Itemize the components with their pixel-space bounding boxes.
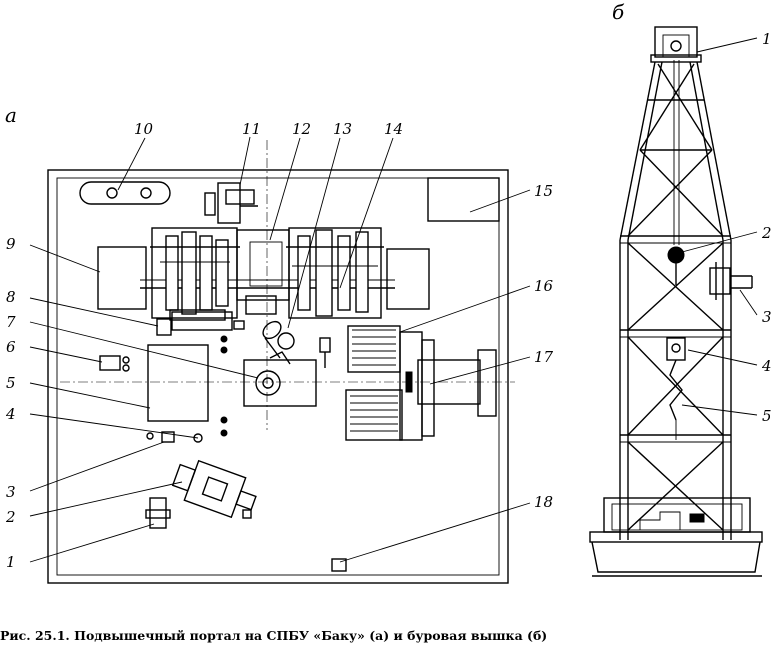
callout-a-13: 13 xyxy=(333,120,352,138)
callout-a-1: 1 xyxy=(6,553,16,571)
derrick-elevation xyxy=(589,26,763,577)
callout-a-9: 9 xyxy=(6,235,16,253)
callout-a-14: 14 xyxy=(384,120,403,138)
callout-b-1: 1 xyxy=(762,30,772,48)
callout-a-11: 11 xyxy=(242,120,261,138)
callout-b-2: 2 xyxy=(761,224,772,242)
panel-a-letter: а xyxy=(5,103,17,127)
panel-a-callouts: 10 11 12 13 14 15 9 16 8 7 6 17 5 4 3 2 … xyxy=(5,120,554,571)
callout-a-17: 17 xyxy=(534,348,554,366)
panel-b-callouts: 1 2 3 4 5 xyxy=(761,30,772,425)
callout-a-4: 4 xyxy=(5,405,16,423)
callout-b-4: 4 xyxy=(761,357,772,375)
callout-a-18: 18 xyxy=(534,493,553,511)
callout-a-12: 12 xyxy=(292,120,311,138)
callout-b-3: 3 xyxy=(762,308,772,326)
callout-a-15: 15 xyxy=(534,182,553,200)
callout-a-6: 6 xyxy=(6,338,16,356)
callout-a-16: 16 xyxy=(534,277,554,295)
callout-a-10: 10 xyxy=(134,120,154,138)
callout-a-5: 5 xyxy=(6,374,16,392)
panel-b-letter: б xyxy=(612,0,625,24)
portal-plan xyxy=(29,136,531,584)
figure-caption: Рис. 25.1. Подвышечный портал на СПБУ «Б… xyxy=(0,628,548,643)
callout-b-5: 5 xyxy=(762,407,772,425)
callout-a-7: 7 xyxy=(6,313,16,331)
callout-a-2: 2 xyxy=(5,508,16,526)
callout-a-8: 8 xyxy=(6,288,16,306)
callout-a-3: 3 xyxy=(6,483,16,501)
